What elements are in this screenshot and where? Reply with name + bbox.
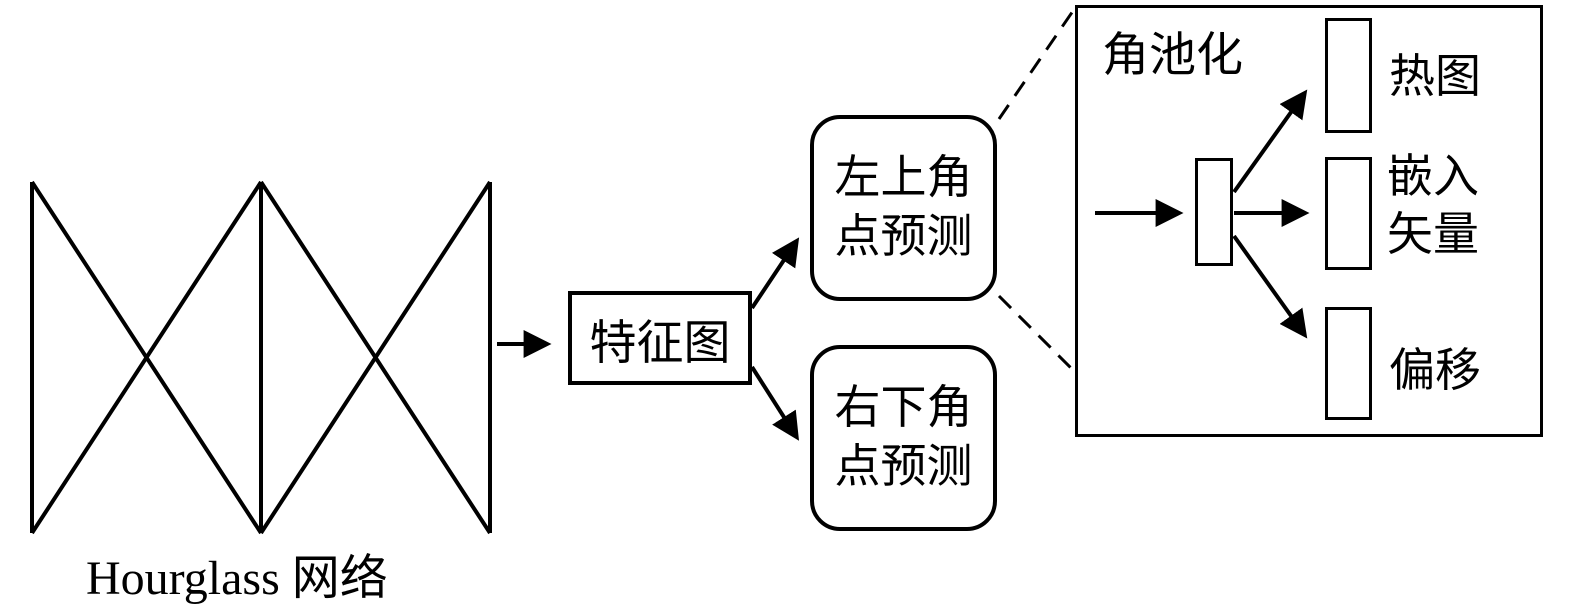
arrow-to-heatmap — [1232, 89, 1308, 194]
feature-map-box: 特征图 — [568, 291, 752, 385]
pool-input-rect — [1195, 158, 1233, 266]
heatmap-rect — [1325, 18, 1372, 133]
top-left-corner-label-line1: 左上角 — [834, 152, 973, 204]
feature-map-label: 特征图 — [589, 317, 731, 370]
top-left-corner-label-line2: 点预测 — [834, 211, 973, 262]
corner-pooling-panel — [1075, 5, 1543, 437]
corner-pooling-label: 角池化 — [1102, 30, 1243, 82]
offset-label: 偏移 — [1389, 345, 1481, 396]
top-left-corner-prediction-box: 左上角 点预测 — [810, 115, 997, 301]
heatmap-label: 热图 — [1389, 51, 1481, 102]
embedding-rect — [1325, 157, 1372, 270]
hourglass-network-label: Hourglass 网络 — [86, 552, 388, 605]
embedding-label-line2: 矢量 — [1387, 208, 1479, 260]
arrow-to-bottom-right-prediction — [750, 365, 800, 441]
dashed-callout-top — [997, 7, 1077, 120]
dashed-callout-bottom — [997, 294, 1077, 374]
arrow-to-top-left-prediction — [750, 237, 800, 310]
embedding-label-line1: 嵌入 — [1387, 151, 1479, 202]
hourglass-network-shape — [30, 180, 492, 535]
arrow-to-offset — [1232, 234, 1308, 339]
bottom-right-corner-label-line1: 右下角 — [834, 382, 973, 434]
bottom-right-corner-label-line2: 点预测 — [834, 441, 973, 492]
embedding-label: 嵌入 矢量 — [1387, 148, 1507, 264]
bottom-right-corner-prediction-box: 右下角 点预测 — [810, 345, 997, 531]
offset-rect — [1325, 307, 1372, 420]
